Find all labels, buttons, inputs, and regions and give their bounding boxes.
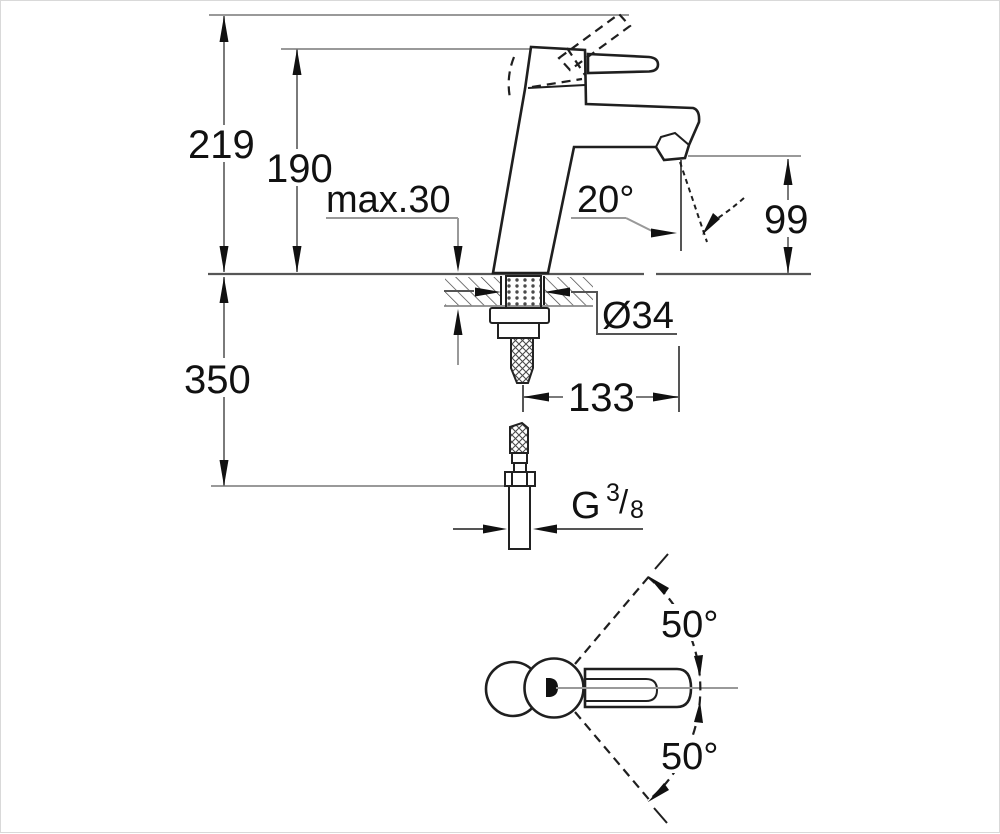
swing-tick-lower: [653, 807, 668, 824]
dia34-leader-right: [571, 291, 677, 335]
mounting-hardware: [489, 275, 550, 550]
hose-hex-nut: [504, 471, 536, 487]
arrow-99-bottom: [783, 247, 793, 273]
thread-prefix: G: [571, 485, 601, 527]
dimensions: [219, 16, 793, 534]
threaded-shank: [505, 275, 542, 309]
raised-lever-outline: [557, 12, 632, 72]
arrow-190-bottom: [292, 246, 302, 272]
outlet-height-label: 99: [764, 198, 809, 242]
raised-handle-near-edge: [566, 47, 586, 76]
arrow-350-top: [219, 277, 229, 303]
side-view: 219 190 max.30 20° 99 Ø34 350 133 G 3 / …: [181, 12, 811, 550]
lever-handle-side: [586, 52, 660, 75]
arrow-thread-left: [483, 524, 507, 534]
swing-arc: [647, 576, 702, 802]
arc-arrow-upper-center: [694, 655, 703, 677]
hex-nut-facets: [511, 472, 528, 486]
arrow-dia34-left: [475, 287, 501, 297]
thread-numerator: 3: [606, 479, 620, 507]
extension-lines: [209, 14, 801, 487]
hole-diameter-label: Ø34: [602, 295, 674, 337]
supply-hose-lower: [509, 421, 529, 454]
spout-angle-label: 20°: [577, 179, 634, 221]
lever-inner-detail: [586, 678, 659, 702]
arrow-190-top: [292, 49, 302, 75]
arrow-350-bottom: [219, 460, 229, 486]
arc-arrow-lower-center: [694, 701, 703, 723]
side-view-labels: 219 190 max.30 20° 99 Ø34 350 133 G 3 / …: [181, 123, 811, 527]
swing-range: [574, 553, 703, 824]
raised-handle-lower-edge: [531, 77, 583, 89]
swing-limit-upper: [574, 573, 652, 665]
thread-denominator: 8: [630, 496, 644, 524]
water-stream-line: [679, 161, 708, 243]
thread-size-label: G 3 / 8: [571, 479, 644, 527]
angle-leader-arrow: [651, 228, 677, 238]
arrow-99-top: [783, 159, 793, 185]
hose-collar-upper: [511, 452, 528, 464]
connection-tube: [508, 485, 531, 550]
top-view-labels: 50° 50°: [657, 604, 723, 778]
aerator-outlet: [655, 131, 690, 148]
arrow-133-right: [653, 392, 679, 402]
arrow-max30-up: [453, 309, 463, 335]
angle-arc-leader: [714, 197, 745, 221]
stream-angle-arrow: [702, 213, 720, 235]
total-height-label: 219: [188, 123, 255, 167]
supply-hose-upper: [510, 337, 534, 384]
arrow-219-top: [219, 16, 229, 42]
swing-angle-upper-label: 50°: [661, 604, 718, 646]
mounting-hole-edges: [500, 276, 545, 305]
arc-arrow-lower-end: [648, 783, 669, 802]
arrow-133-left: [523, 392, 549, 402]
raised-handle-rear-edge: [507, 56, 516, 99]
spout-projection-label: 133: [568, 376, 635, 420]
pivot-base-line: [527, 84, 586, 89]
spout-angle-detail: [571, 160, 745, 251]
swing-angle-lower-label: 50°: [661, 736, 718, 778]
angle-label-leader: [571, 217, 653, 232]
arrow-219-bottom: [219, 246, 229, 272]
swing-limit-lower: [574, 711, 653, 804]
mounting-nut: [497, 322, 540, 339]
max-deck-thickness-label: max.30: [326, 179, 451, 221]
arc-arrow-upper-end: [648, 576, 669, 595]
faucet-body: [491, 45, 701, 275]
mounting-washer: [489, 307, 550, 324]
hub-center-mark: [546, 678, 558, 697]
top-view: 50° 50°: [484, 553, 738, 824]
raised-handle-dashed: [507, 12, 632, 99]
arrow-max30-down: [453, 246, 463, 272]
body-outline: [491, 45, 701, 275]
arrow-thread-right: [533, 524, 557, 534]
thread-slash: /: [619, 483, 629, 520]
hose-length-label: 350: [184, 358, 251, 402]
lever-height-label: 190: [266, 147, 333, 191]
arrow-dia34-right: [544, 287, 570, 297]
swing-tick-upper: [654, 553, 669, 570]
